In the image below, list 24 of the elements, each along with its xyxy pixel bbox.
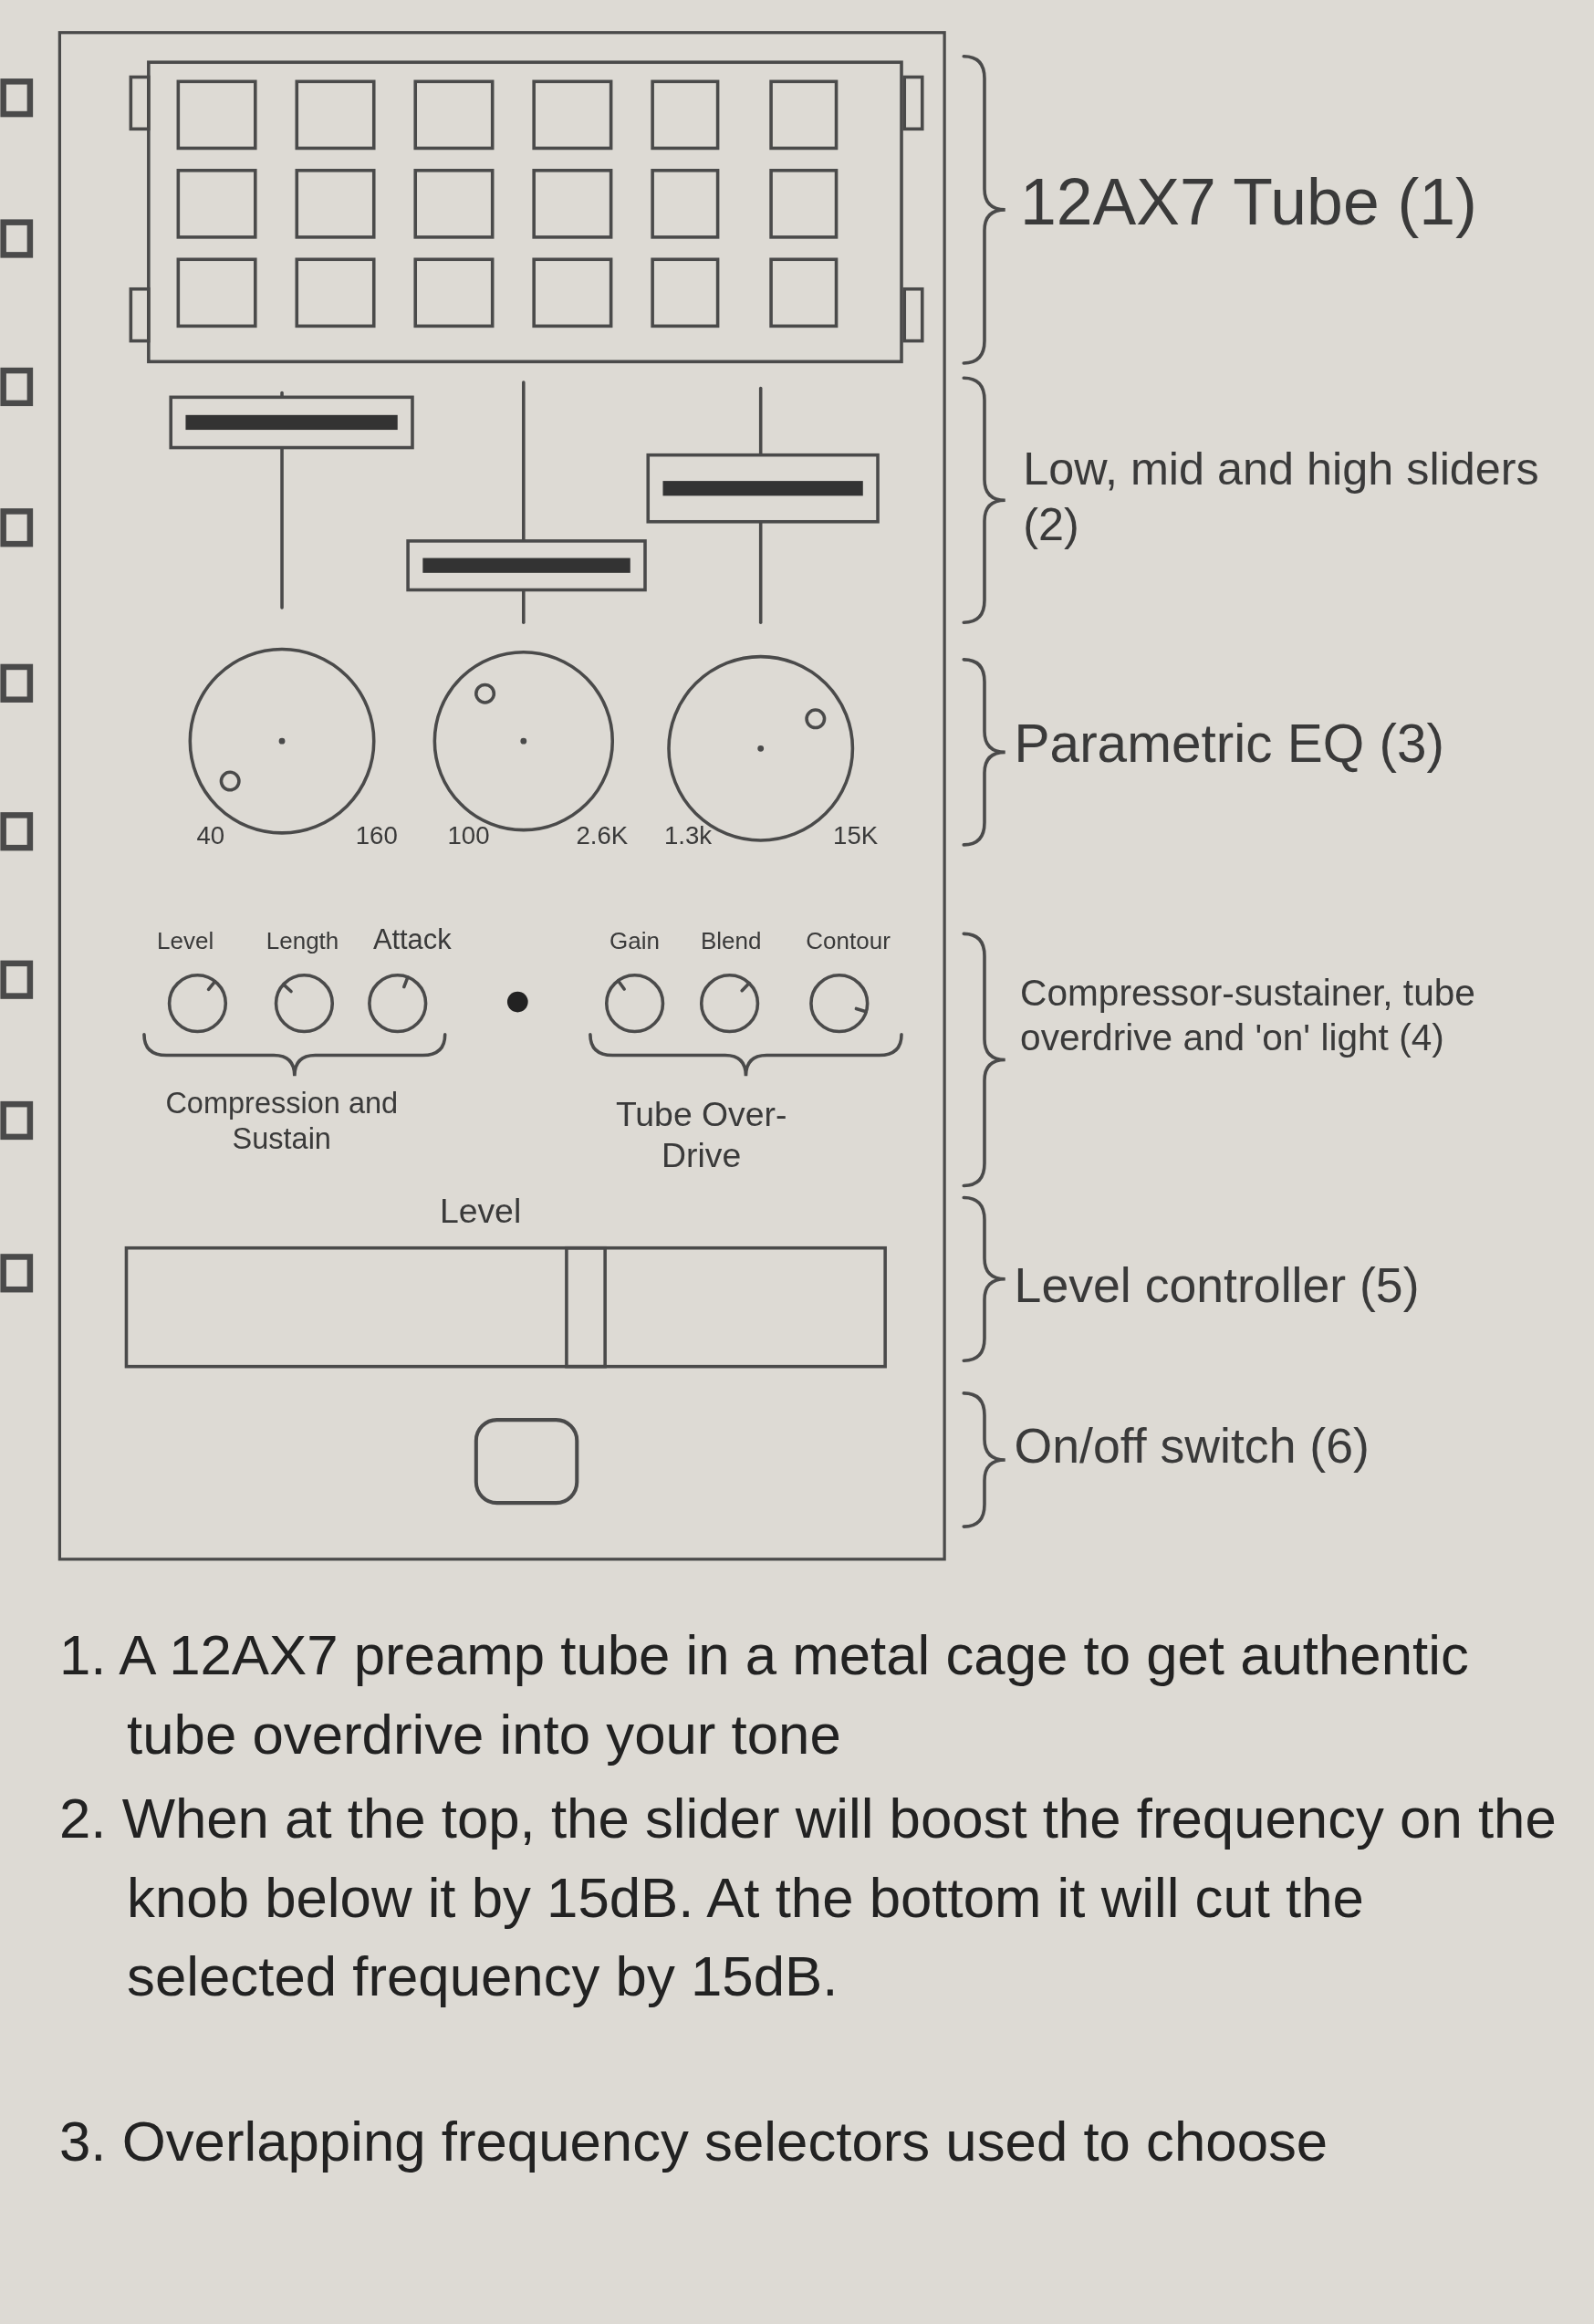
note-text: 2. When at the top, the slider will boost the frequency on the knob below it by 15dB. At the bottom it will cut the selected frequency by 15dB. xyxy=(59,1786,1558,2009)
knob-label: Blend xyxy=(699,926,763,955)
knob-label: Attack xyxy=(371,922,453,956)
scale-value: 2.6K xyxy=(575,819,630,850)
scale-value: 1.3k xyxy=(662,819,714,850)
note-text: 3. Overlapping frequency selectors used to choose xyxy=(59,2109,1329,2175)
note-text: 1. A 12AX7 preamp tube in a metal cage to get authentic tube overdrive into your tone xyxy=(59,1622,1470,1767)
section-label: 12AX7 Tube (1) xyxy=(1020,163,1478,240)
scale-value: 40 xyxy=(195,819,226,850)
section-label: Level controller (5) xyxy=(1014,1256,1421,1315)
scale-value: 160 xyxy=(354,819,399,850)
section-label: Low, mid and high sliders (2) xyxy=(1023,442,1540,552)
knob-label: Gain xyxy=(609,926,661,955)
section-label: Compressor-sustainer, tube overdrive and 'on' light (4) xyxy=(1020,971,1476,1060)
scale-value: 15K xyxy=(832,819,880,850)
knob-label: Level xyxy=(156,926,215,955)
group-label: Tube Over-Drive xyxy=(614,1094,788,1176)
scale-value: 100 xyxy=(446,819,491,850)
knob-label: Length xyxy=(265,926,340,955)
section-label: On/off switch (6) xyxy=(1014,1417,1370,1475)
section-label: Parametric EQ (3) xyxy=(1014,713,1445,776)
group-label: Compression and Sustain xyxy=(164,1085,400,1157)
knob-label: Contour xyxy=(805,926,891,955)
slider-label: Level xyxy=(438,1190,523,1232)
